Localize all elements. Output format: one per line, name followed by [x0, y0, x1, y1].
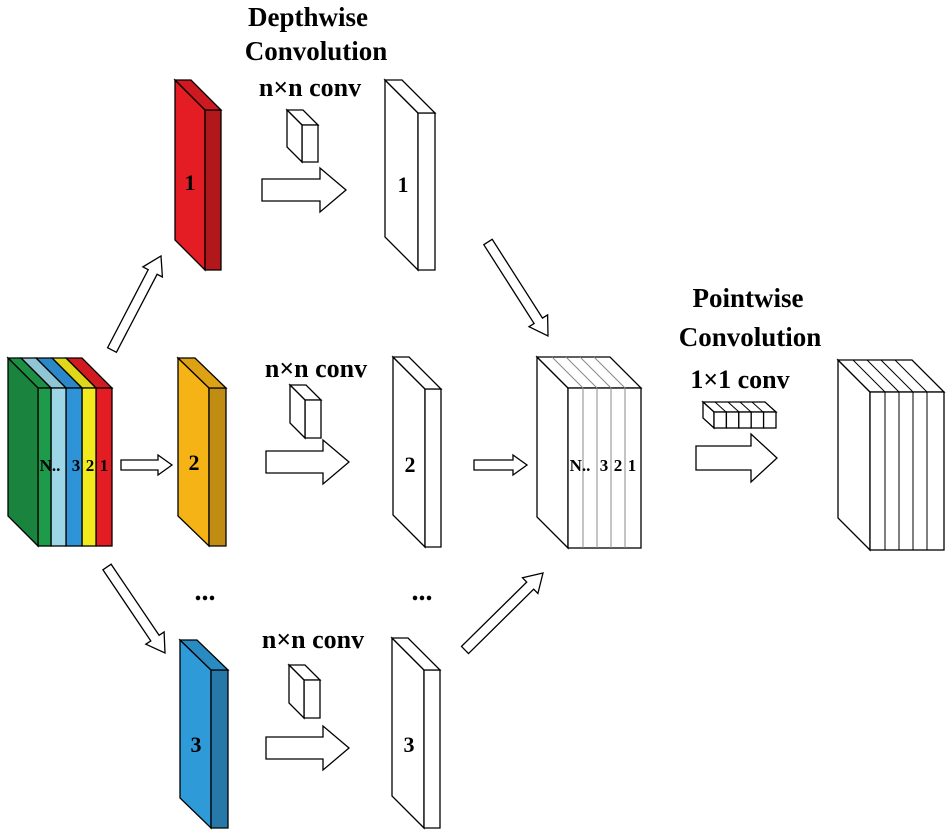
combined-channel-label-1: 1 — [628, 456, 637, 475]
conv-arrow-branch-2 — [265, 438, 351, 486]
combined-channel-divider-top — [593, 356, 626, 389]
pointwise-kernel-cell — [738, 411, 752, 429]
input-slice-2 — [19, 357, 68, 547]
pointwise-kernel-cell — [725, 411, 740, 429]
depthwise-title-line2: Convolution — [245, 36, 388, 66]
arrow-output-2-to-combined — [473, 453, 529, 477]
depthwise-output-3: 3 — [390, 636, 442, 830]
conv-arrow-branch-3 — [265, 724, 351, 772]
arrow-input-to-slab-3 — [102, 563, 166, 655]
channel-slab-3: 3 — [178, 638, 230, 830]
conv-label-branch-3: n×n conv — [262, 625, 364, 654]
pointwise-output — [836, 358, 946, 552]
arrow-input-to-slab-1 — [106, 254, 164, 354]
channel-slab-2: 2 — [176, 356, 228, 548]
output-channel-divider-top — [852, 359, 886, 393]
pointwise-kernel-top-divider — [739, 401, 752, 413]
pointwise-kernel-top-divider — [714, 401, 727, 413]
depthwise-title-line1: Depthwise — [248, 2, 368, 32]
output-channel-divider-top — [866, 359, 900, 393]
combined-front-face — [567, 387, 642, 549]
combined-channel-divider-top — [565, 356, 598, 389]
arrow-input-to-slab-2 — [120, 453, 174, 477]
channel-slab-1-number: 1 — [185, 170, 196, 195]
combined-channel-label-3: 3 — [600, 456, 609, 475]
pointwise-title-line1: Pointwise — [693, 283, 804, 313]
output-left-face — [837, 358, 871, 552]
input-channel-label-n: N.. — [40, 456, 61, 475]
depthwise-output-1-number: 1 — [398, 172, 409, 197]
ellipsis-outputs: ... — [412, 576, 433, 607]
combined-channel-label-2: 2 — [614, 456, 623, 475]
conv-label-branch-2: n×n conv — [265, 354, 367, 383]
conv-arrow-branch-1 — [261, 166, 348, 214]
kernel-1 — [285, 108, 320, 164]
pointwise-kernel — [701, 400, 778, 430]
combined-channel-label-n: N.. — [570, 456, 591, 475]
arrow-output-3-to-combined — [460, 572, 544, 655]
depthwise-output-1: 1 — [383, 78, 437, 272]
input-channel-label-1: 1 — [100, 456, 109, 475]
output-front-face — [869, 391, 945, 551]
pointwise-kernel-cell — [713, 411, 728, 429]
channel-slab-1: 1 — [173, 78, 223, 272]
input-channel-label-2: 2 — [86, 456, 95, 475]
ellipsis-channels: ... — [195, 576, 216, 607]
input-channel-label-3: 3 — [72, 456, 81, 475]
output-channel-divider-top — [880, 359, 914, 393]
channel-slab-2-number: 2 — [189, 450, 200, 475]
arrow-output-1-to-combined — [482, 238, 549, 338]
depthwise-output-2-number: 2 — [405, 452, 416, 477]
combined-left-face — [536, 355, 569, 550]
depthwise-output-2: 2 — [391, 355, 443, 549]
pointwise-kernel-cell — [750, 411, 765, 429]
combined-feature-map: N.. 3 2 1 — [535, 355, 643, 550]
output-channel-divider-top — [894, 359, 928, 393]
pointwise-kernel-cell — [762, 411, 777, 429]
conv-label-branch-1: n×n conv — [259, 73, 361, 102]
kernel-2 — [288, 383, 323, 440]
input-tensor: N.. 3 2 1 — [6, 356, 114, 548]
pointwise-conv-label: 1×1 conv — [690, 365, 789, 394]
combined-channel-divider-top — [579, 356, 612, 389]
input-tensor-side — [7, 356, 39, 548]
pointwise-kernel-top-divider — [727, 401, 740, 413]
input-slice-4 — [50, 357, 98, 547]
depthwise-output-3-number: 3 — [404, 732, 415, 757]
channel-slab-3-number: 3 — [191, 732, 202, 757]
kernel-3 — [287, 663, 322, 720]
pointwise-title-line2: Convolution — [679, 322, 822, 352]
input-slice-5 — [64, 357, 114, 547]
combined-channel-divider-top — [551, 356, 584, 389]
arrows — [102, 166, 778, 772]
pointwise-kernel-top-divider — [751, 401, 764, 413]
pointwise-conv-arrow — [695, 432, 778, 484]
